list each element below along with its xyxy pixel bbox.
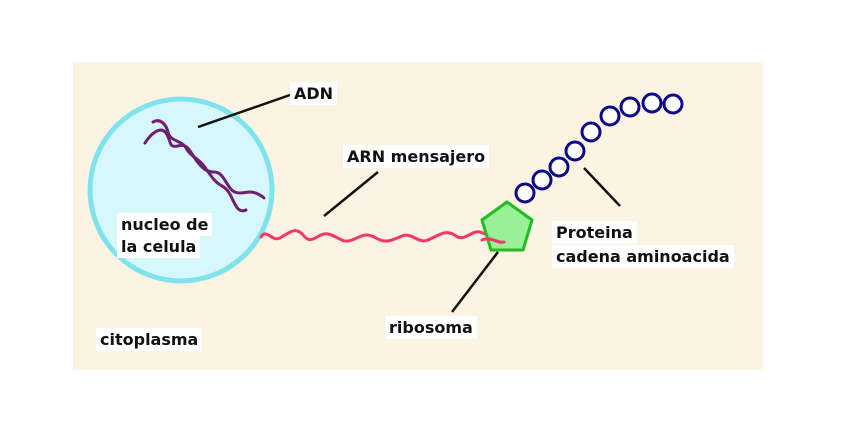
dna-double-helix bbox=[143, 119, 266, 213]
ribosome bbox=[480, 200, 534, 252]
pointer-lines bbox=[197, 93, 621, 313]
amino-acid-bead bbox=[531, 169, 553, 191]
label-nucleo-line2: la celula bbox=[117, 235, 201, 258]
label-proteina-line1: Proteina bbox=[552, 221, 637, 244]
protein-pointer bbox=[583, 167, 621, 207]
label-ribosoma: ribosoma bbox=[385, 316, 477, 339]
amino-acid-bead bbox=[599, 105, 621, 127]
adn-pointer bbox=[197, 93, 291, 129]
ribosome-pointer bbox=[451, 251, 499, 313]
arn-pointer bbox=[323, 171, 379, 217]
label-arn-mensajero: ARN mensajero bbox=[343, 145, 490, 168]
mrna-strand bbox=[259, 229, 502, 244]
label-adn: ADN bbox=[290, 82, 338, 105]
amino-acid-bead bbox=[619, 96, 641, 118]
amino-acid-bead bbox=[580, 121, 602, 143]
mrna-end bbox=[480, 237, 506, 244]
amino-acid-bead bbox=[548, 156, 570, 178]
amino-acid-bead bbox=[662, 93, 684, 115]
amino-acid-bead bbox=[514, 182, 536, 204]
amino-acid-bead bbox=[641, 92, 663, 114]
amino-acid-chain bbox=[514, 92, 684, 204]
label-nucleo-line1: nucleo de bbox=[117, 213, 213, 236]
amino-acid-bead bbox=[564, 140, 586, 162]
label-citoplasma: citoplasma bbox=[96, 328, 203, 351]
label-proteina-line2: cadena aminoacida bbox=[552, 245, 734, 268]
